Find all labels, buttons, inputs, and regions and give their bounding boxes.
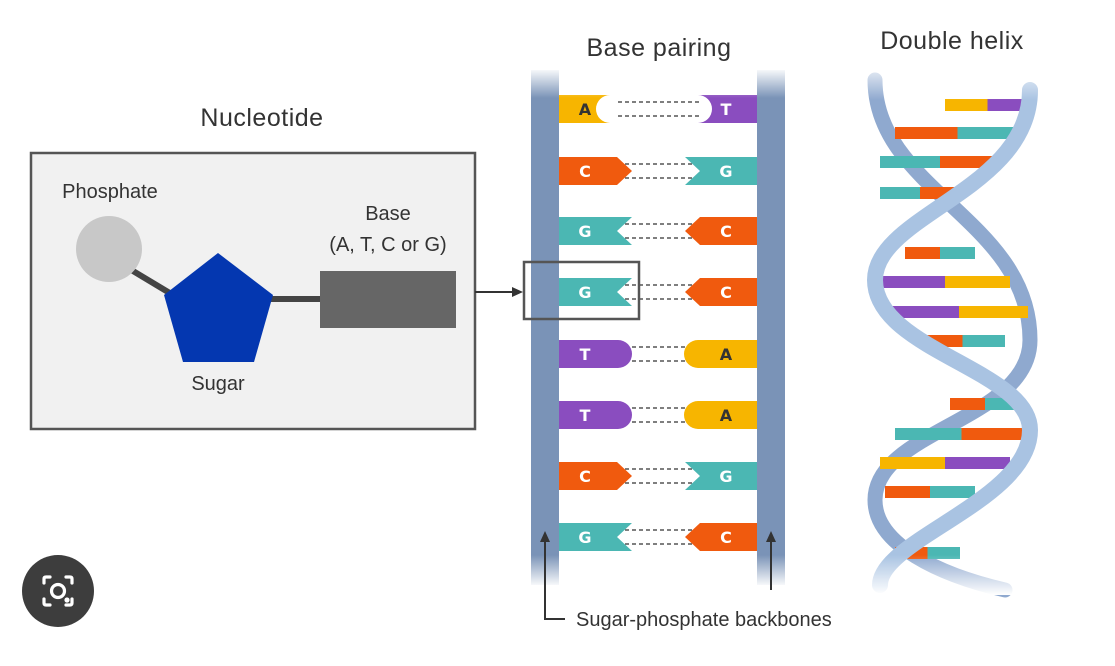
double-helix-title: Double helix — [880, 27, 1024, 55]
left-base — [559, 523, 632, 551]
left-backbone-arrowhead — [540, 531, 550, 542]
right-base-letter: T — [721, 100, 732, 119]
ladder-fade-bottom — [525, 555, 791, 587]
left-base-letter: G — [578, 283, 591, 302]
right-base-letter: A — [720, 406, 733, 425]
helix-base-pairs — [880, 99, 1030, 559]
helix-rung — [945, 457, 1010, 469]
lens-search-button[interactable] — [22, 555, 94, 627]
helix-rung — [961, 428, 1028, 440]
left-base-letter: A — [579, 100, 592, 119]
left-base — [559, 278, 632, 306]
helix-rung — [880, 156, 940, 168]
helix-strand-front — [866, 82, 1039, 593]
left-base — [559, 157, 632, 185]
helix-rung — [905, 247, 940, 259]
right-base — [684, 401, 757, 429]
right-backbone — [757, 70, 785, 585]
helix-rung — [957, 127, 1020, 139]
highlight-box — [522, 260, 641, 321]
ladder-fade-top — [525, 68, 791, 98]
nucleotide-title: Nucleotide — [200, 104, 323, 132]
helix-fade-top — [850, 60, 1050, 100]
right-base-letter: A — [720, 345, 733, 364]
right-base — [685, 462, 757, 490]
left-base-letter: G — [578, 222, 591, 241]
backbone-label: Sugar-phosphate backbones — [576, 609, 832, 631]
helix-rung — [885, 486, 930, 498]
pointer-arrowhead — [512, 287, 523, 297]
helix-rung — [962, 335, 1005, 347]
right-base-letter: C — [720, 222, 732, 241]
right-base — [685, 523, 757, 551]
camera-search-icon — [42, 575, 74, 607]
right-base-letter: G — [719, 467, 732, 486]
helix-rung — [880, 276, 945, 288]
right-backbone-arrowhead — [766, 531, 776, 542]
left-base-letter: C — [579, 162, 591, 181]
phosphate-label: Phosphate — [62, 181, 158, 203]
helix-rung — [880, 187, 920, 199]
helix-rung — [880, 457, 945, 469]
left-base-letter: T — [580, 345, 591, 364]
nucleotide-panel: Phosphate Sugar Base (A, T, C or G) — [29, 151, 477, 431]
helix-rung — [945, 99, 988, 111]
left-base — [559, 462, 632, 490]
helix-fade-bottom — [850, 555, 1050, 595]
left-base-letter: G — [578, 528, 591, 547]
right-base-letter: C — [720, 283, 732, 302]
helix-rung — [959, 306, 1028, 318]
sugar-pentagon — [164, 253, 273, 362]
left-base — [559, 95, 610, 123]
double-helix — [850, 60, 1050, 598]
sugar-label: Sugar — [191, 373, 245, 395]
left-base-letter: C — [579, 467, 591, 486]
helix-rung — [890, 306, 959, 318]
phosphate-circle — [76, 216, 142, 282]
left-base-letter: T — [580, 406, 591, 425]
left-base — [559, 217, 632, 245]
base-types-label: (A, T, C or G) — [329, 234, 446, 256]
right-base-letter: G — [719, 162, 732, 181]
left-backbone — [531, 70, 559, 585]
helix-rung — [895, 127, 958, 139]
left-backbone-pointer — [544, 541, 565, 620]
right-base — [685, 217, 757, 245]
left-base — [559, 340, 632, 368]
helix-rung — [940, 247, 975, 259]
right-base — [684, 340, 757, 368]
helix-rung — [895, 428, 962, 440]
helix-rung — [945, 276, 1010, 288]
base-label: Base — [365, 203, 411, 225]
right-base — [685, 278, 757, 306]
helix-rung — [950, 398, 985, 410]
right-base — [685, 157, 757, 185]
right-base — [698, 95, 757, 123]
left-base — [559, 401, 632, 429]
backbone-pointers: Sugar-phosphate backbones — [540, 531, 832, 631]
helix-rung — [930, 486, 975, 498]
right-base-letter: C — [720, 528, 732, 547]
base-block — [320, 271, 456, 328]
base-pairing-title: Base pairing — [587, 34, 732, 62]
helix-rung — [987, 99, 1030, 111]
